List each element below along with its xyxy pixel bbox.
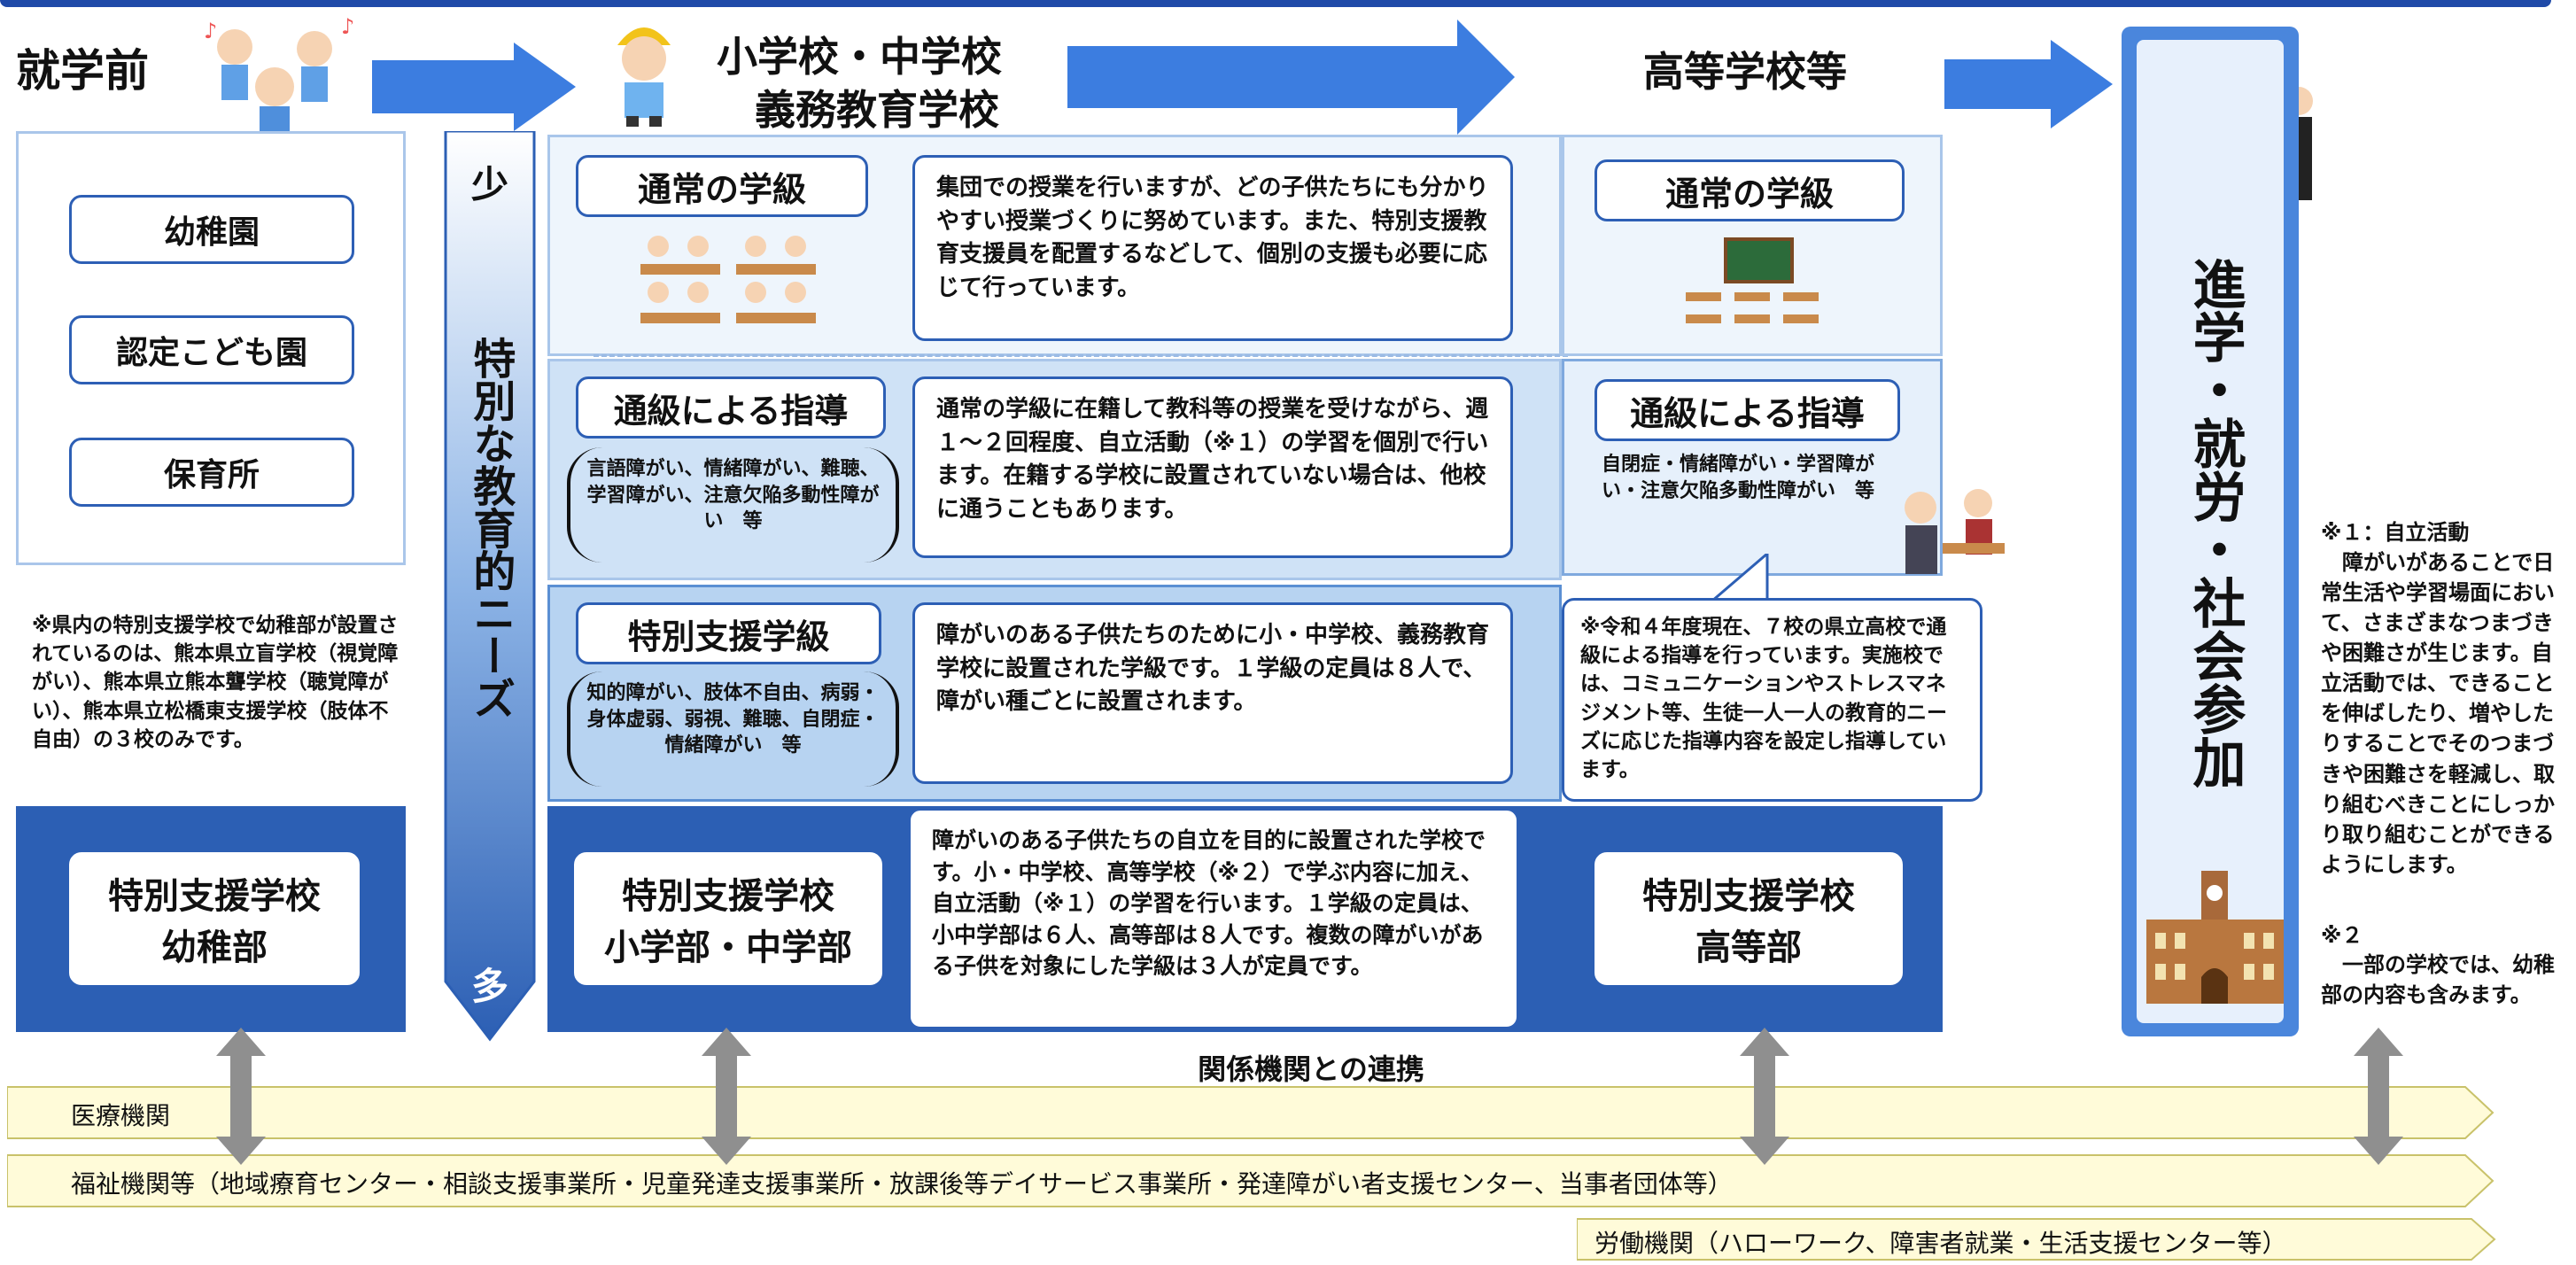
preschool-special-line1: 特別支援学校 bbox=[108, 876, 321, 917]
stage-high-school-title: 高等学校等 bbox=[1643, 48, 1847, 96]
link-arrow-elementary bbox=[700, 1028, 753, 1165]
preschool-special-line2: 幼稚部 bbox=[161, 927, 268, 968]
link-arrow-high bbox=[1738, 1028, 1791, 1165]
preschool-item-nintei: 認定こども園 bbox=[69, 315, 354, 384]
elementary-tsukyu-title: 通級による指導 bbox=[576, 376, 886, 438]
high-special-line2: 高等部 bbox=[1695, 927, 1802, 968]
svg-text:♪: ♪ bbox=[204, 19, 217, 43]
elementary-special-school-box: 特別支援学校 小学部・中学部 bbox=[574, 852, 882, 985]
university-building-icon bbox=[2135, 859, 2294, 1010]
footnote-1-title: ※１：自立活動 bbox=[2321, 520, 2470, 545]
svg-text:♪: ♪ bbox=[341, 14, 354, 39]
teacher-student-icon bbox=[1887, 478, 2011, 585]
needs-bar-bottom: 多 bbox=[470, 965, 508, 1008]
strip-welfare bbox=[6, 1153, 2496, 1208]
elementary-special-line1: 特別支援学校 bbox=[622, 876, 834, 917]
stage-elementary-title-line2: 義務教育学校 bbox=[755, 86, 999, 134]
classroom-icon bbox=[629, 226, 824, 341]
strip-labor-label: 労働機関（ハローワーク、障害者就業・生活支援センター等） bbox=[1594, 1229, 2287, 1258]
needs-bar bbox=[441, 129, 539, 1044]
high-tsukyu-title: 通級による指導 bbox=[1594, 379, 1900, 441]
elementary-special-class-desc: 障がいのある子供たちのために小・中学校、義務教育学校に設置された学級です。１学級… bbox=[912, 602, 1513, 784]
elementary-regular-desc: 集団での授業を行いますが、どの子供たちにも分かりやすい授業づくりに努めています。… bbox=[912, 155, 1513, 341]
elementary-tsukyu-desc: 通常の学級に在籍して教科等の授業を受けながら、週１～２回程度、自立活動（※１）の… bbox=[912, 376, 1513, 558]
elementary-special-school-desc: 障がいのある子供たちの自立を目的に設置された学校です。小・中学校、高等学校（※２… bbox=[908, 808, 1519, 1029]
elementary-special-class-list: 知的障がい、肢体不自由、病弱・身体虚弱、弱視、難聴、自閉症・情緒障がい 等 bbox=[567, 671, 899, 787]
elementary-regular-title: 通常の学級 bbox=[576, 155, 868, 217]
footnote-2-body: 一部の学校では、幼稚部の内容も含みます。 bbox=[2321, 952, 2555, 1008]
strip-medical-label: 医療機関 bbox=[71, 1101, 171, 1130]
stage-elementary-title-line1: 小学校・中学校 bbox=[717, 33, 1002, 81]
link-arrow-career bbox=[2352, 1028, 2405, 1165]
preschool-item-kindergarten: 幼稚園 bbox=[69, 195, 354, 264]
high-tsukyu-list: 自閉症・情緒障がい・学習障がい・注意欠陥多動性障がい 等 bbox=[1602, 454, 1875, 502]
preschool-note: ※県内の特別支援学校で幼稚部が設置されているのは、熊本県立盲学校（視覚障がい）、… bbox=[32, 614, 399, 751]
regular-divider bbox=[594, 354, 1568, 357]
student-icon bbox=[595, 7, 693, 131]
footnote-1-body: 障がいがあることで日常生活や学習場面において、さまざまなつまづきや困難さが生じま… bbox=[2321, 550, 2555, 877]
high-special-line1: 特別支援学校 bbox=[1642, 876, 1855, 917]
preschool-item-nursery: 保育所 bbox=[69, 438, 354, 507]
high-regular-title: 通常の学級 bbox=[1594, 159, 1905, 221]
preschool-special-school-box: 特別支援学校 幼稚部 bbox=[69, 852, 360, 985]
strip-labor bbox=[1576, 1217, 2498, 1261]
elementary-tsukyu-list: 言語障がい、情緒障がい、難聴、学習障がい、注意欠陥多動性障がい 等 bbox=[567, 447, 899, 563]
strip-welfare-label: 福祉機関等（地域療育センター・相談支援事業所・児童発達支援事業所・放課後等デイサ… bbox=[71, 1169, 1733, 1199]
cooperation-title: 関係機関との連携 bbox=[1198, 1052, 1424, 1086]
high-classroom-icon bbox=[1674, 232, 1834, 347]
stage-preschool-title: 就学前 bbox=[16, 45, 149, 97]
elementary-special-class-title: 特別支援学級 bbox=[576, 602, 881, 664]
stage-arrow-1 bbox=[372, 43, 585, 131]
stage-arrow-2 bbox=[1067, 19, 1519, 135]
link-arrow-preschool bbox=[214, 1028, 268, 1165]
high-special-school-box: 特別支援学校 高等部 bbox=[1594, 852, 1903, 985]
elementary-special-line2: 小学部・中学部 bbox=[604, 927, 852, 968]
strip-medical bbox=[6, 1085, 2496, 1140]
career-label: 進学・就労・社会参加 bbox=[2184, 257, 2246, 788]
footnote-2-title: ※２ bbox=[2321, 923, 2363, 948]
top-border bbox=[0, 0, 2551, 7]
high-note: ※令和４年度現在、７校の県立高校で通級による指導を行っています。実施校では、コミ… bbox=[1562, 598, 1982, 802]
needs-bar-label: 特別な教育的ニーズ bbox=[465, 337, 516, 719]
career-column-inner bbox=[2137, 40, 2284, 1023]
needs-bar-top: 少 bbox=[470, 163, 508, 206]
stage-arrow-3 bbox=[1944, 40, 2122, 128]
